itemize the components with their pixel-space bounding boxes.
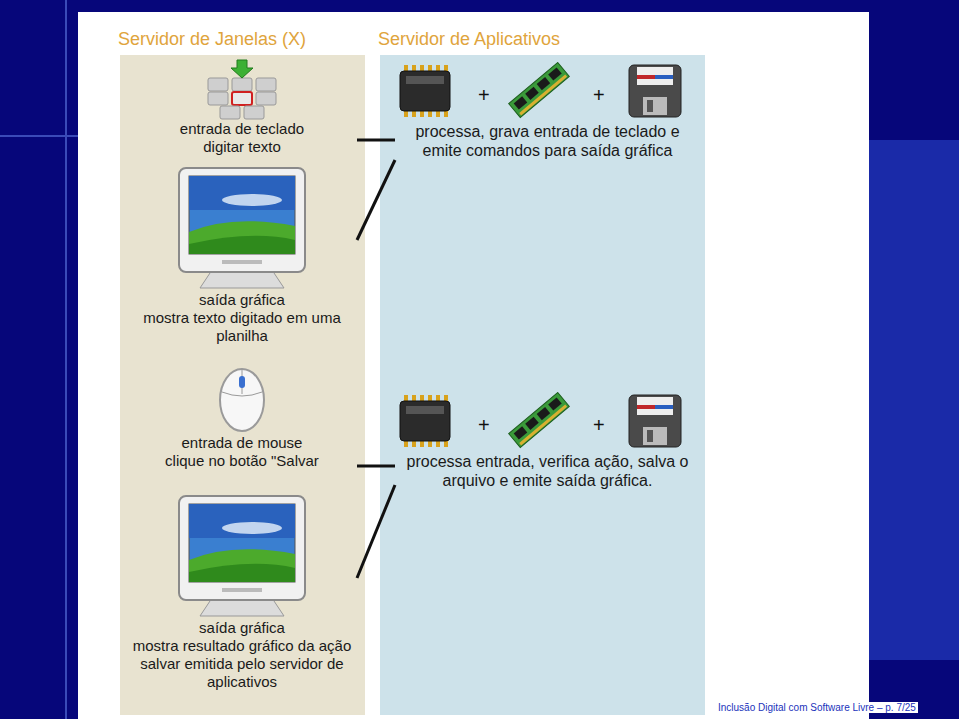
connector-line bbox=[357, 139, 395, 142]
item-heading: entrada de teclado bbox=[127, 120, 357, 138]
device-icon bbox=[127, 366, 357, 434]
process-text: processa, grava entrada de teclado e emi… bbox=[395, 122, 700, 160]
item-text: digitar texto bbox=[127, 138, 357, 156]
device-icon bbox=[127, 166, 357, 291]
screen-output: saída gráficamostra texto digitado em um… bbox=[127, 166, 357, 347]
item-heading: saída gráfica bbox=[127, 291, 357, 309]
connector-line bbox=[357, 485, 395, 578]
plus-sign: + bbox=[476, 414, 492, 437]
process-box: processa entrada, verifica ação, salva o… bbox=[395, 392, 700, 493]
screen-output: saída gráficamostra resultado gráfico da… bbox=[127, 494, 357, 693]
process-box: processa, grava entrada de teclado e emi… bbox=[395, 62, 700, 163]
blue-stripe bbox=[869, 140, 959, 660]
hardware-icons bbox=[395, 392, 700, 452]
plus-sign: + bbox=[591, 414, 607, 437]
server-band: processa, grava entrada de teclado e emi… bbox=[380, 55, 705, 715]
plus-sign: + bbox=[591, 84, 607, 107]
item-text: clique no botão "Salvar bbox=[127, 452, 357, 470]
keyboard-input: entrada de tecladodigitar texto bbox=[127, 58, 357, 158]
hardware-icons bbox=[395, 62, 700, 122]
item-heading: entrada de mouse bbox=[127, 434, 357, 452]
band-heading: Servidor de Janelas (X) bbox=[118, 29, 306, 50]
item-text: mostra texto digitado em uma planilha bbox=[127, 309, 357, 345]
mouse-input: entrada de mouseclique no botão "Salvar bbox=[127, 366, 357, 472]
margin-line bbox=[0, 135, 78, 137]
connector-line bbox=[357, 465, 395, 468]
slide-sheet bbox=[78, 12, 869, 719]
item-heading: saída gráfica bbox=[127, 619, 357, 637]
connector-line bbox=[357, 160, 395, 240]
process-text: processa entrada, verifica ação, salva o… bbox=[395, 452, 700, 490]
band-heading: Servidor de Aplicativos bbox=[378, 29, 560, 50]
device-icon bbox=[127, 58, 357, 120]
footer-text: Inclusão Digital com Software Livre – p.… bbox=[716, 702, 918, 713]
margin-line bbox=[65, 0, 67, 719]
device-icon bbox=[127, 494, 357, 619]
item-text: mostra resultado gráfico da ação salvar … bbox=[127, 637, 357, 691]
server-band: entrada de tecladodigitar textosaída grá… bbox=[120, 55, 365, 715]
plus-sign: + bbox=[476, 84, 492, 107]
